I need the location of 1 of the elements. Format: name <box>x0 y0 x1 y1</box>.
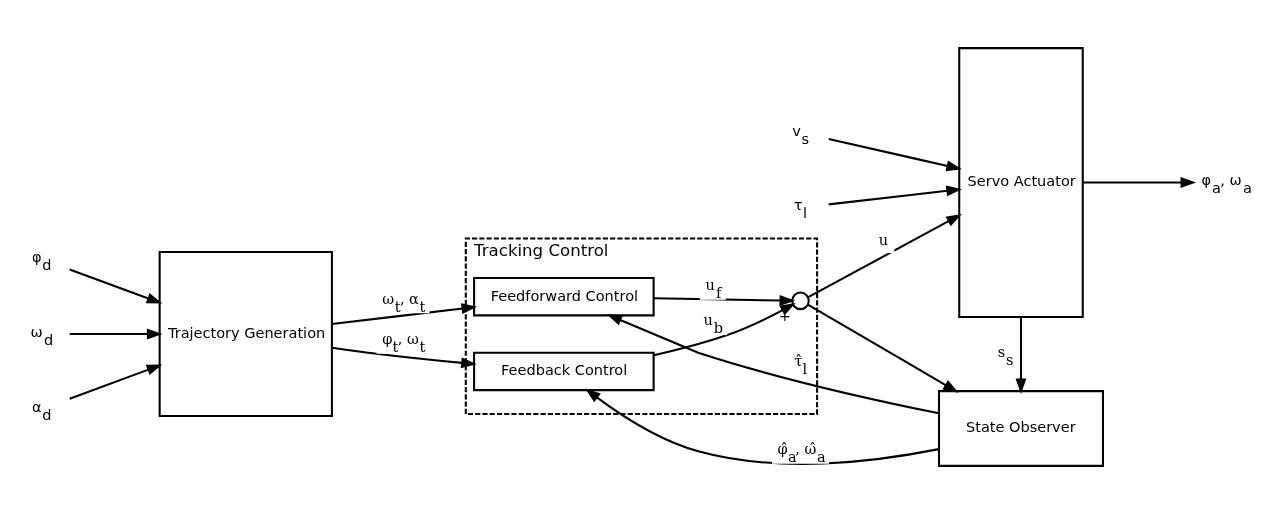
edge-label: u <box>878 231 889 248</box>
